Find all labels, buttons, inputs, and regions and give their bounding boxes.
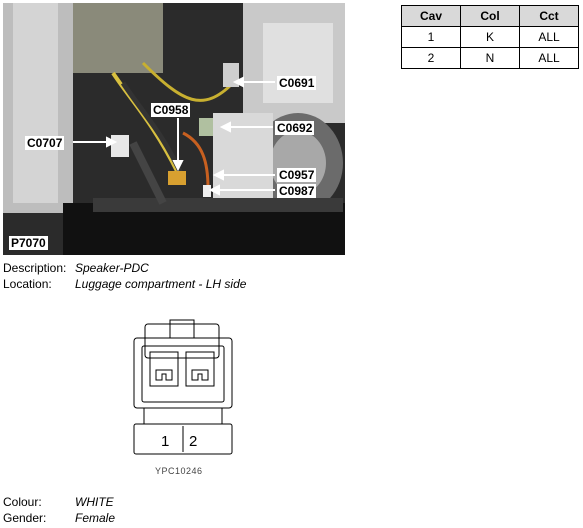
pin-label-2: 2 bbox=[189, 433, 197, 450]
pin-table: Cav Col Cct 1 K ALL 2 N ALL bbox=[401, 5, 579, 69]
callout-c0691: C0691 bbox=[277, 76, 317, 90]
description-row: Description: Speaker-PDC bbox=[3, 261, 343, 276]
gender-row: Gender: Female bbox=[3, 511, 343, 526]
callout-c0987: C0987 bbox=[277, 184, 317, 198]
photo-id-label: P7070 bbox=[9, 236, 48, 250]
pin-table-header-row: Cav Col Cct bbox=[401, 5, 579, 27]
diagram-reference: YPC10246 bbox=[155, 466, 203, 476]
cell-cct: ALL bbox=[519, 26, 579, 48]
location-photo: C0691 C0958 C0692 C0707 C0957 C0987 P707… bbox=[3, 3, 345, 255]
colour-value: WHITE bbox=[75, 495, 114, 509]
header-col: Col bbox=[460, 5, 520, 27]
photo-scene bbox=[3, 3, 345, 255]
gender-label: Gender: bbox=[3, 511, 47, 525]
pin-label-1: 1 bbox=[161, 433, 169, 450]
location-label: Location: bbox=[3, 277, 52, 291]
callout-c0692: C0692 bbox=[275, 121, 315, 135]
cell-cav: 2 bbox=[401, 47, 461, 69]
gender-value: Female bbox=[75, 511, 116, 525]
connector-face-diagram: 1 2 bbox=[133, 319, 233, 455]
description-label: Description: bbox=[3, 261, 67, 275]
table-row: 2 N ALL bbox=[401, 47, 579, 69]
header-cct: Cct bbox=[519, 5, 579, 27]
colour-row: Colour: WHITE bbox=[3, 495, 343, 510]
callout-c0707: C0707 bbox=[25, 136, 65, 150]
cell-col: K bbox=[460, 26, 520, 48]
header-cav: Cav bbox=[401, 5, 461, 27]
cell-cct: ALL bbox=[519, 47, 579, 69]
cell-col: N bbox=[460, 47, 520, 69]
location-row: Location: Luggage compartment - LH side bbox=[3, 277, 343, 292]
colour-label: Colour: bbox=[3, 495, 42, 509]
description-value: Speaker-PDC bbox=[75, 261, 149, 275]
callout-c0958: C0958 bbox=[151, 103, 191, 117]
table-row: 1 K ALL bbox=[401, 26, 579, 48]
location-value: Luggage compartment - LH side bbox=[75, 277, 247, 291]
callout-c0957: C0957 bbox=[277, 168, 317, 182]
cell-cav: 1 bbox=[401, 26, 461, 48]
